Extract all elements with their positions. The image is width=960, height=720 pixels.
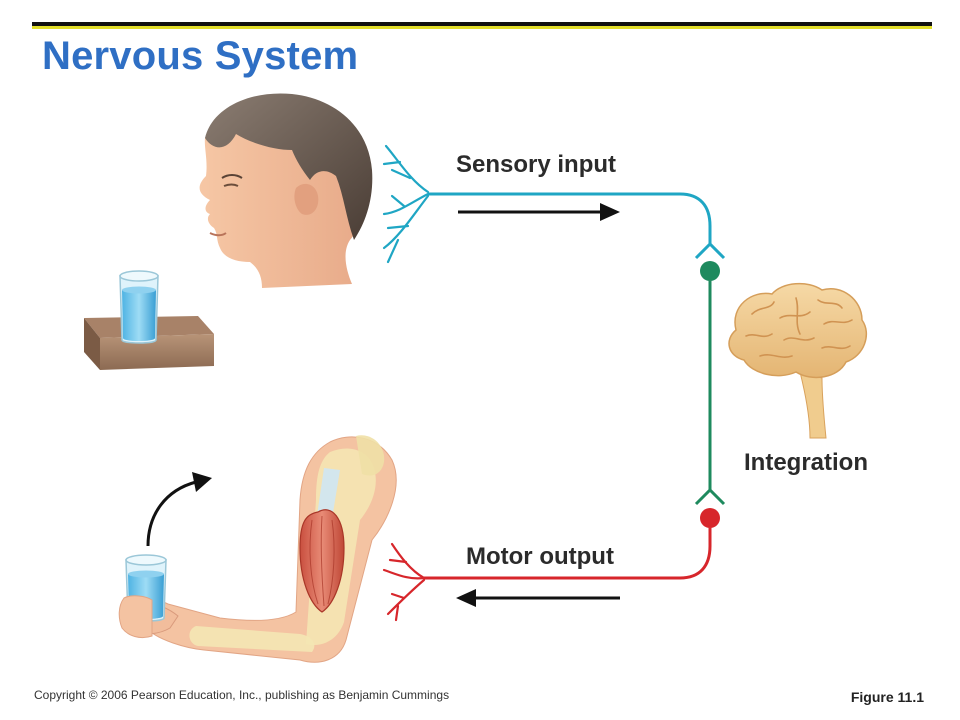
receptor-icon: [382, 144, 430, 264]
curved-arrow-icon: [146, 472, 212, 547]
water-glass-icon: [119, 270, 159, 344]
sensory-input-label: Sensory input: [456, 151, 616, 178]
header-rule: [32, 22, 932, 26]
slide-title: Nervous System: [42, 34, 359, 78]
synapse-icon: [694, 487, 726, 506]
muscle-icon: [299, 509, 345, 613]
header-rule-accent: [32, 26, 932, 29]
hand-fingers: [118, 595, 153, 639]
copyright-notice: Copyright © 2006 Pearson Education, Inc.…: [34, 688, 450, 702]
motor-cell-body: [700, 508, 720, 528]
integration-label: Integration: [744, 449, 868, 476]
brain-icon: [728, 282, 867, 439]
arm-icon: [130, 435, 397, 663]
sensory-nerve: [428, 192, 712, 244]
integration-cell-body: [700, 261, 720, 281]
effector-icon: [382, 542, 426, 622]
motor-output-label: Motor output: [466, 543, 614, 570]
motor-nerve: [424, 528, 712, 580]
right-arrow-icon: [458, 203, 620, 221]
left-arrow-icon: [456, 589, 620, 607]
figure-number: Figure 11.1: [850, 689, 924, 705]
head-icon: [199, 93, 373, 288]
synapse-icon: [694, 241, 726, 260]
